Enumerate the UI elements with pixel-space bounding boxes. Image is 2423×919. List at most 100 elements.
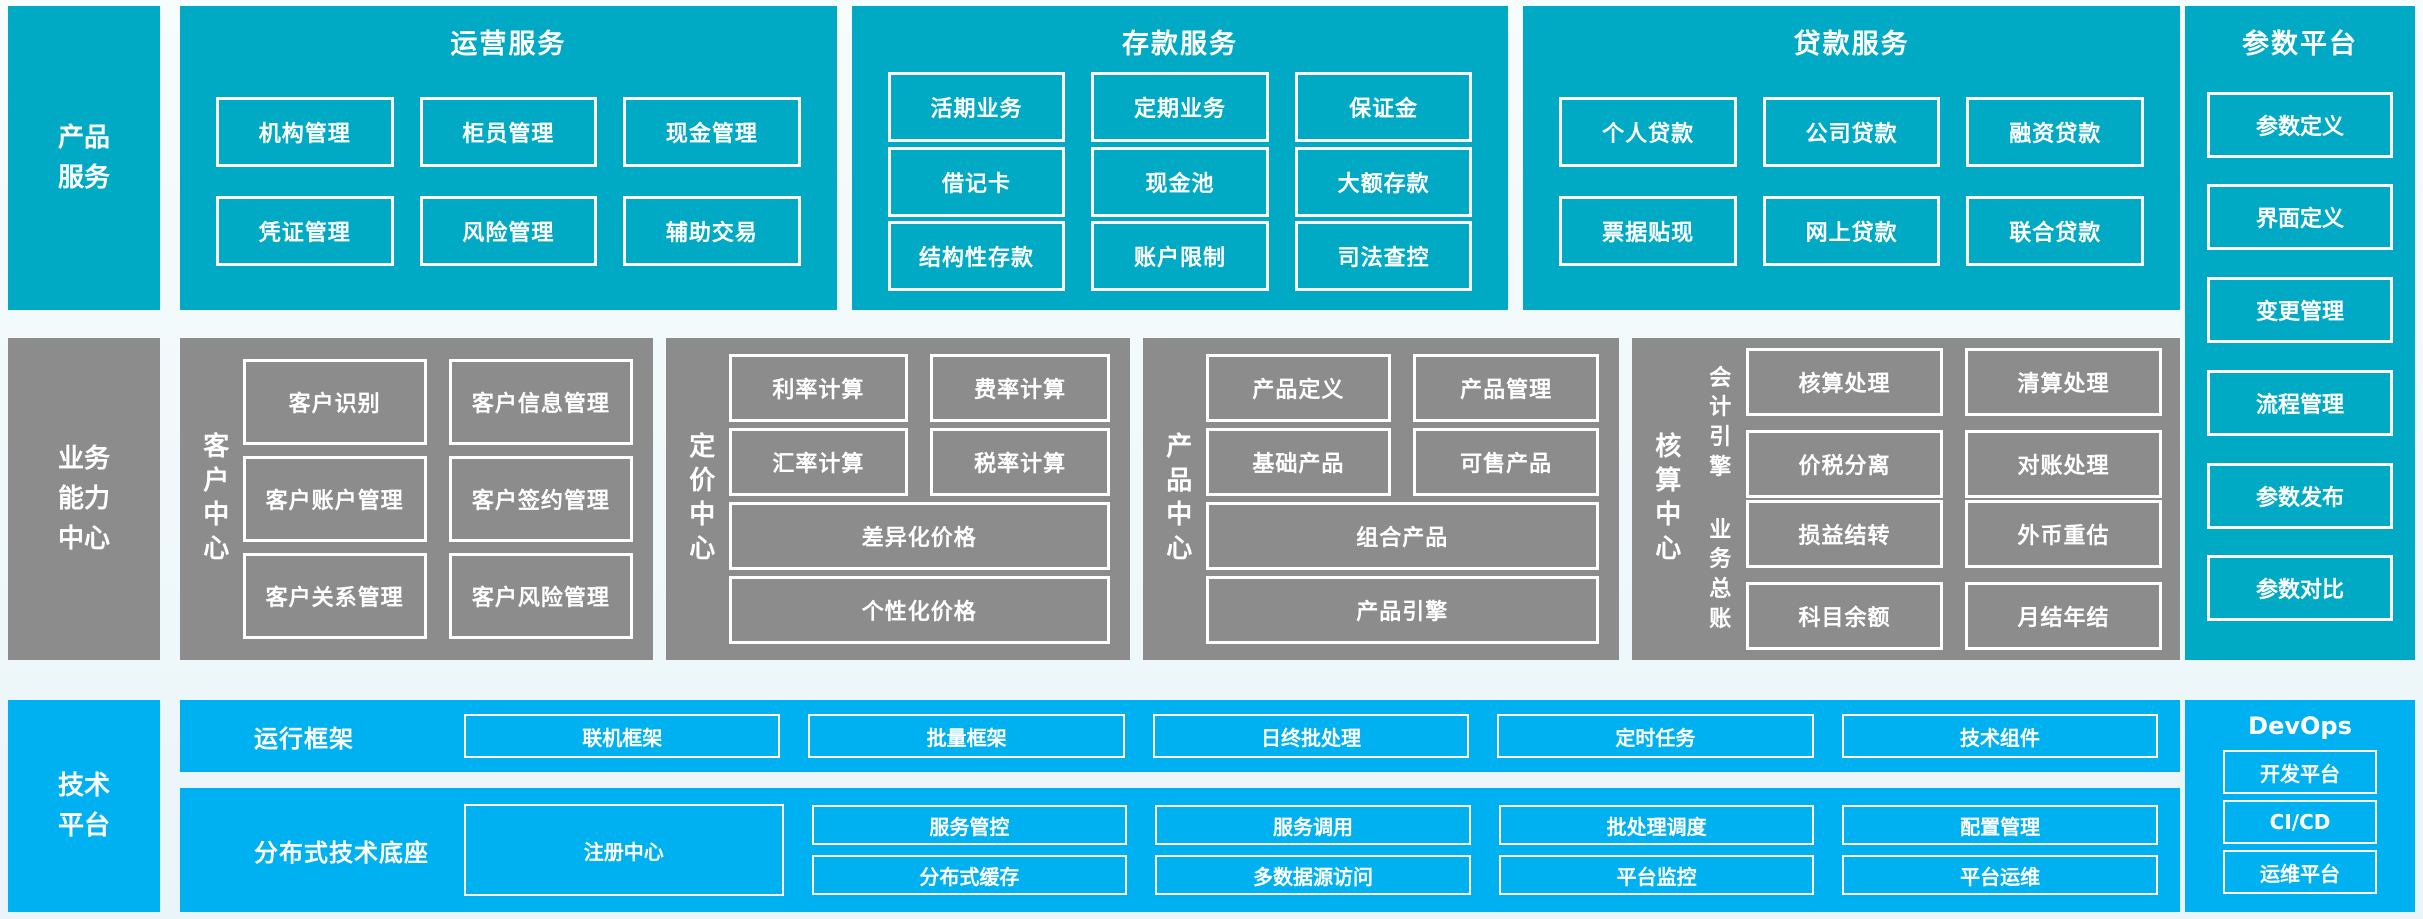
- section-pricing-center: 定价中心 利率计算 费率计算 汇率计算 税率计算 差异化价格 个性化价格: [666, 338, 1130, 660]
- diagram-box: 客户账户管理: [242, 456, 427, 542]
- section-title: 运营服务: [450, 29, 567, 60]
- diagram-box: 核算处理: [1746, 348, 1943, 416]
- diagram-box: 客户识别: [242, 359, 427, 445]
- diagram-box: 配置管理: [1842, 805, 2158, 845]
- box-row: 票据贴现 网上贷款 联合贷款: [1559, 196, 2145, 267]
- diagram-box: 税率计算: [930, 428, 1110, 496]
- accounting-groups: 会计引擎 核算处理 清算处理 价税分离 对账处理 业务总账: [1695, 338, 2181, 660]
- diagram-box: 平台监控: [1498, 855, 1815, 895]
- diagram-box: 技术组件: [1841, 714, 2159, 758]
- diagram-box: 费率计算: [930, 354, 1110, 422]
- diagram-box: 运维平台: [2223, 850, 2377, 894]
- diagram-box: 服务调用: [1155, 805, 1471, 845]
- diagram-box: 月结年结: [1965, 582, 2162, 650]
- zone-label-product-services: 产品服务: [8, 6, 160, 310]
- box-row: 活期业务 定期业务 保证金: [887, 71, 1473, 142]
- diagram-box: CI/CD: [2223, 800, 2377, 844]
- diagram-box: 流程管理: [2207, 369, 2393, 436]
- section-title-vertical: 核算中心: [1655, 432, 1682, 564]
- diagram-box: 产品管理: [1413, 354, 1599, 422]
- diagram-box: 基础产品: [1205, 428, 1392, 496]
- diagram-box: 参数发布: [2207, 462, 2393, 529]
- box-row: 组合产品: [1205, 502, 1599, 570]
- box-row: 客户关系管理 客户风险管理: [242, 553, 633, 639]
- section-operation-services: 运营服务 机构管理 柜员管理 现金管理 凭证管理 风险管理 辅助交易: [180, 6, 837, 310]
- group-accounting-engine: 会计引擎 核算处理 清算处理 价税分离 对账处理: [1695, 348, 2162, 498]
- section-title-vertical: 产品中心: [1166, 432, 1193, 564]
- diagram-box: 融资贷款: [1966, 96, 2145, 167]
- diagram-box: 保证金: [1294, 71, 1473, 142]
- box-row: 个人贷款 公司贷款 融资贷款: [1559, 96, 2145, 167]
- box-rows: 个人贷款 公司贷款 融资贷款 票据贴现 网上贷款 联合贷款: [1523, 61, 2180, 310]
- section-title-vertical: 定价中心: [689, 432, 716, 564]
- box-row: 利率计算 费率计算: [728, 354, 1110, 422]
- diagram-box: 可售产品: [1413, 428, 1599, 496]
- section-title: 存款服务: [1122, 29, 1238, 60]
- box-row: 核算处理 清算处理: [1746, 348, 2162, 416]
- section-parameter-platform: 参数平台 参数定义 界面定义 变更管理 流程管理 参数发布 参数对比: [2185, 6, 2415, 660]
- diagram-box: 定期业务: [1091, 71, 1269, 142]
- box-row: 凭证管理 风险管理 辅助交易: [216, 196, 801, 267]
- diagram-box: 批量框架: [808, 714, 1125, 758]
- section-loan-services: 贷款服务 个人贷款 公司贷款 融资贷款 票据贴现 网上贷款 联合贷款: [1523, 6, 2181, 310]
- diagram-box: 客户风险管理: [448, 553, 633, 639]
- diagram-box: 开发平台: [2223, 750, 2377, 794]
- diagram-box: 网上贷款: [1762, 196, 1941, 267]
- zone-label-text: 业务能力中心: [57, 443, 110, 555]
- box-row: 结构性存款 账户限制 司法查控: [887, 221, 1473, 292]
- diagram-box: 司法查控: [1294, 221, 1473, 292]
- diagram-box: 现金池: [1091, 146, 1269, 217]
- diagram-box: 服务管控: [811, 805, 1128, 845]
- section-runtime-framework: 运行框架 联机框架 批量框架 日终批处理 定时任务 技术组件: [180, 700, 2180, 772]
- section-product-center: 产品中心 产品定义 产品管理 基础产品 可售产品 组合产品 产品引擎: [1143, 338, 1619, 660]
- diagram-box: 大额存款: [1294, 146, 1473, 217]
- diagram-box: 联合贷款: [1966, 196, 2145, 267]
- band-label: 分布式技术底座: [254, 838, 429, 867]
- box-row: 价税分离 对账处理: [1746, 430, 2162, 498]
- diagram-box: 个性化价格: [728, 576, 1110, 644]
- diagram-box: 界面定义: [2207, 184, 2393, 251]
- box-rows: 机构管理 柜员管理 现金管理 凭证管理 风险管理 辅助交易: [180, 61, 837, 310]
- box-row: 联机框架 批量框架 日终批处理 定时任务 技术组件: [464, 714, 2180, 758]
- param-items: 参数定义 界面定义 变更管理 流程管理 参数发布 参数对比: [2185, 61, 2415, 660]
- group-label-vertical: 会计引擎: [1709, 365, 1732, 480]
- section-title: 贷款服务: [1793, 29, 1910, 60]
- diagram-box: 联机框架: [464, 714, 781, 758]
- zone-label-tech-platform: 技术平台: [8, 700, 160, 912]
- box-row: 科目余额 月结年结: [1746, 582, 2162, 650]
- diagram-box: 差异化价格: [728, 502, 1110, 570]
- box-rows: 活期业务 定期业务 保证金 借记卡 现金池 大额存款 结构性存款 账户限制 司法…: [852, 61, 1509, 310]
- business-capability-band: 客户中心 客户识别 客户信息管理 客户账户管理 客户签约管理 客户关系管理 客户…: [180, 338, 2180, 660]
- diagram-box: 变更管理: [2207, 277, 2393, 344]
- box-row: 基础产品 可售产品: [1205, 428, 1599, 496]
- diagram-box: 活期业务: [887, 71, 1066, 142]
- group-label-vertical: 业务总账: [1709, 517, 1732, 632]
- diagram-box: 对账处理: [1965, 430, 2162, 498]
- diagram-box: 客户签约管理: [448, 456, 633, 542]
- box-rows: 利率计算 费率计算 汇率计算 税率计算 差异化价格 个性化价格: [728, 338, 1131, 660]
- box-row: 产品引擎: [1205, 576, 1599, 644]
- box-rows: 核算处理 清算处理 价税分离 对账处理: [1746, 348, 2162, 498]
- diagram-box: 日终批处理: [1152, 714, 1470, 758]
- section-devops: DevOps 开发平台 CI/CD 运维平台: [2185, 700, 2415, 912]
- diagram-box: 现金管理: [623, 96, 801, 167]
- product-services-band: 运营服务 机构管理 柜员管理 现金管理 凭证管理 风险管理 辅助交易 存款服务 …: [180, 6, 2181, 310]
- diagram-box: 客户关系管理: [242, 553, 427, 639]
- box-row: 借记卡 现金池 大额存款: [887, 146, 1473, 217]
- box-rows: 产品定义 产品管理 基础产品 可售产品 组合产品 产品引擎: [1205, 338, 1620, 660]
- zone-label-business-capability: 业务能力中心: [8, 338, 160, 660]
- box-column: 配置管理 平台运维: [1842, 805, 2158, 895]
- diagram-box: 账户限制: [1091, 221, 1269, 292]
- box-row: 客户识别 客户信息管理: [242, 359, 633, 445]
- diagram-box: 组合产品: [1205, 502, 1599, 570]
- diagram-box: 柜员管理: [419, 96, 598, 167]
- section-title: 参数平台: [2242, 29, 2358, 60]
- section-deposit-services: 存款服务 活期业务 定期业务 保证金 借记卡 现金池 大额存款 结构性存款 账户…: [851, 6, 1509, 310]
- section-distributed-tech-base: 分布式技术底座 注册中心 服务管控 分布式缓存 服务调用 多数据源访问 批处理调…: [180, 788, 2180, 912]
- box-row: 差异化价格: [728, 502, 1110, 570]
- diagram-box: 科目余额: [1746, 582, 1943, 650]
- diagram-box: 公司贷款: [1762, 96, 1941, 167]
- diagram-box: 产品引擎: [1205, 576, 1599, 644]
- diagram-box: 批处理调度: [1498, 805, 1815, 845]
- box-row: 注册中心 服务管控 分布式缓存 服务调用 多数据源访问 批处理调度 平台监控 配…: [464, 804, 2180, 896]
